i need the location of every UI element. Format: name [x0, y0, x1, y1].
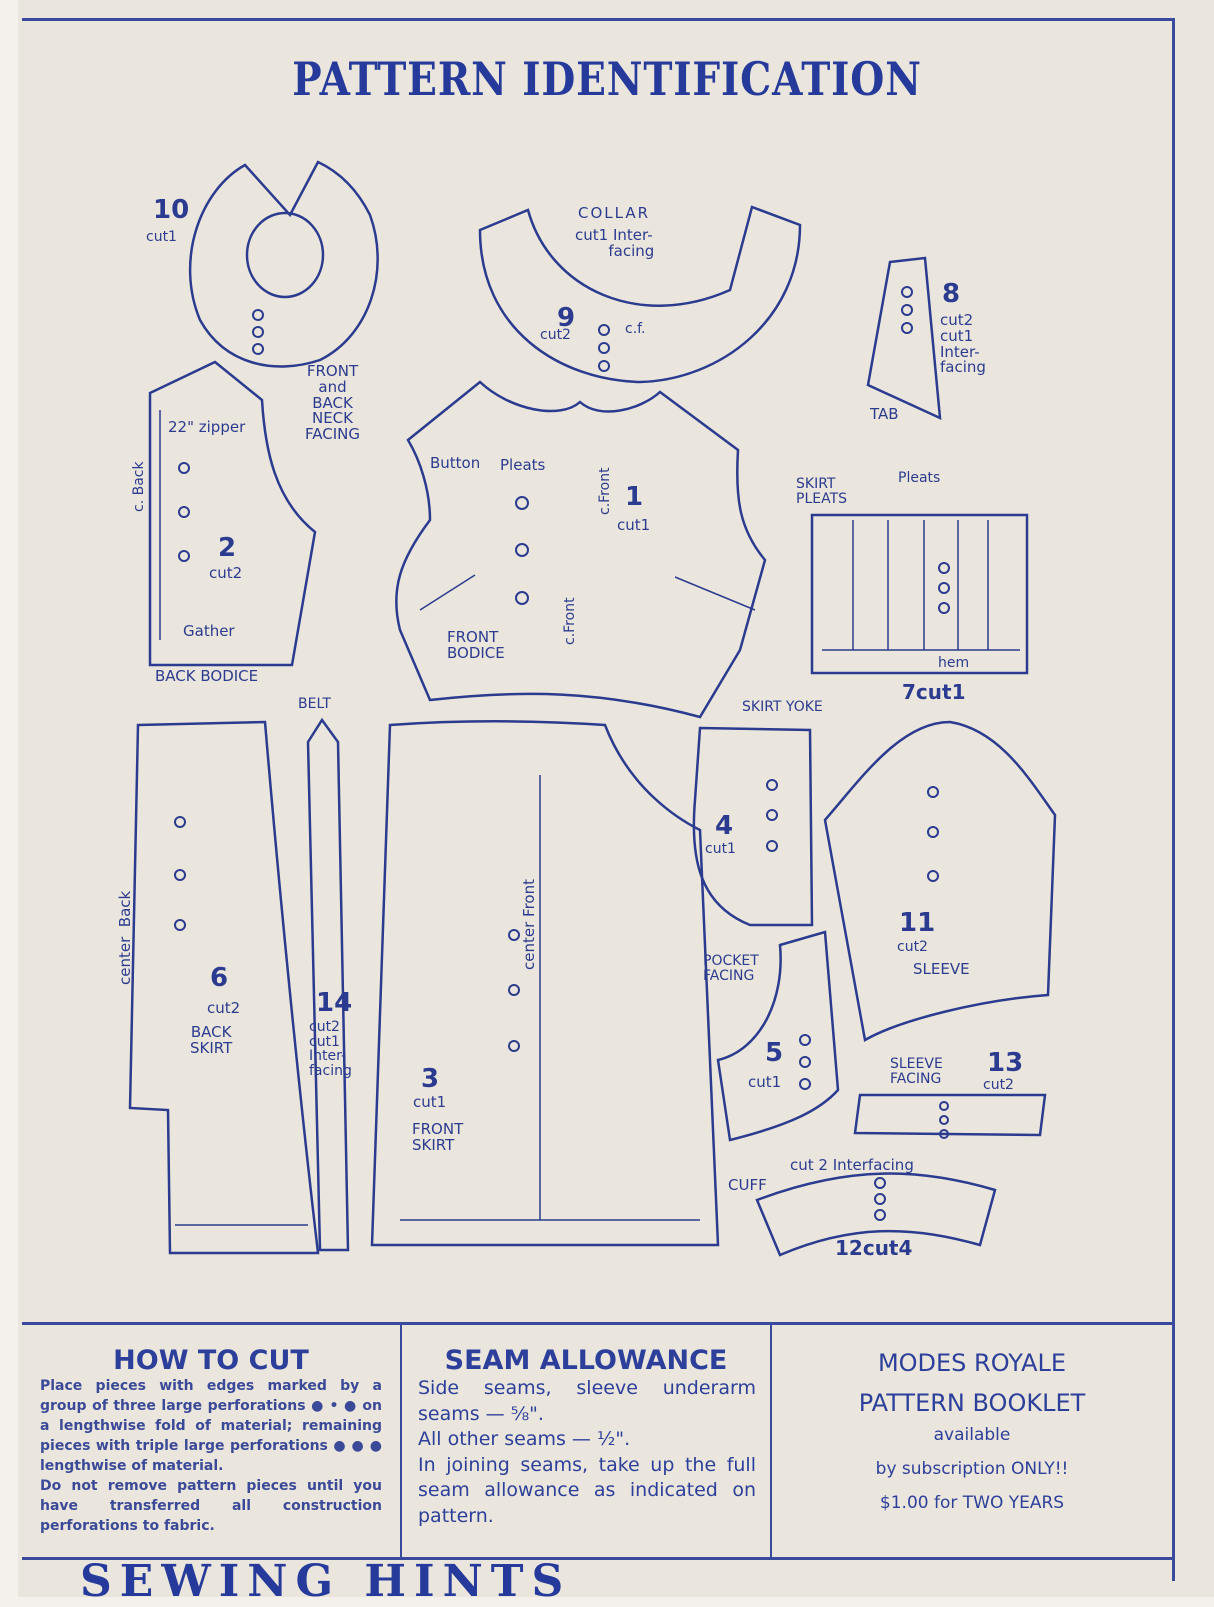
- piece-12-cuff: [755, 1172, 997, 1257]
- piece-1-number: 1: [625, 482, 644, 512]
- piece-1-front-bodice: [395, 380, 767, 719]
- modes-royale-line-2: PATTERN BOOKLET: [858, 1389, 1086, 1417]
- piece-1-name: FRONT BODICE: [447, 628, 505, 662]
- piece-12-name: CUFF: [728, 1176, 767, 1194]
- piece-1-button: Button: [430, 454, 481, 472]
- piece-5-pocket-facing: [716, 930, 840, 1142]
- piece-5-number: 5: [765, 1038, 784, 1068]
- seam-allowance-heading: SEAM ALLOWANCE: [444, 1345, 728, 1376]
- piece-9-number: 9: [557, 303, 576, 333]
- piece-1-center-front-2: c.Front: [562, 597, 578, 645]
- piece-9-collar: [478, 205, 802, 384]
- page-frame: [22, 18, 1175, 1581]
- modes-royale-panel: MODES ROYALE PATTERN BOOKLET available b…: [772, 1322, 1172, 1560]
- piece-3-number: 3: [421, 1064, 440, 1094]
- piece-1-pleats: Pleats: [500, 456, 546, 474]
- piece-8-tab: [866, 256, 942, 421]
- piece-11-number: 11: [899, 908, 936, 938]
- piece-10-number: 10: [153, 195, 190, 225]
- piece-13-name: SLEEVE FACING: [890, 1056, 943, 1087]
- piece-3-center-front: center Front: [520, 879, 538, 970]
- piece-7-number-cut: 7cut1: [902, 680, 966, 704]
- piece-1-cut: cut1: [617, 516, 651, 534]
- piece-7-hem: hem: [938, 655, 970, 671]
- piece-7-skirt-pleats: [810, 513, 1029, 675]
- pattern-sheet: [18, 0, 1214, 1597]
- piece-2-back-bodice: [148, 360, 317, 667]
- piece-2-cut: cut2: [209, 564, 243, 582]
- seam-allowance-line-2: All other seams — ½".: [418, 1428, 631, 1450]
- piece-6-number: 6: [210, 963, 229, 993]
- piece-2-gather: Gather: [183, 622, 235, 640]
- piece-11-sleeve: [823, 720, 1057, 1042]
- seam-allowance-panel: SEAM ALLOWANCE Side seams, sleeve undera…: [402, 1322, 772, 1560]
- piece-3-name: FRONT SKIRT: [412, 1120, 464, 1154]
- modes-royale-line-5: $1.00 for TWO YEARS: [879, 1493, 1065, 1513]
- piece-9-cut-top: cut1 Inter- facing: [575, 226, 655, 260]
- piece-13-sleeve-facing: [853, 1093, 1047, 1137]
- piece-4-number: 4: [715, 811, 734, 841]
- piece-4-cut: cut1: [705, 841, 736, 857]
- piece-12-number-cut: 12cut4: [835, 1236, 913, 1260]
- piece-9-cf: c.f.: [625, 321, 646, 337]
- belt-name: BELT: [298, 696, 331, 712]
- piece-2-name: BACK BODICE: [155, 667, 259, 685]
- piece-2-zipper: 22" zipper: [168, 418, 246, 436]
- piece-4-skirt-yoke: [692, 726, 814, 927]
- piece-5-name: POCKET FACING: [703, 953, 759, 984]
- piece-5-cut: cut1: [748, 1073, 782, 1091]
- modes-royale-line-4: by subscription ONLY!!: [875, 1459, 1069, 1479]
- piece-10-cut: cut1: [146, 229, 177, 245]
- piece-13-number: 13: [987, 1048, 1024, 1078]
- piece-13-cut: cut2: [983, 1077, 1014, 1093]
- piece-10-neck-facing: [188, 160, 379, 368]
- piece-3-front-skirt: [370, 720, 720, 1247]
- how-to-cut-text-2: Do not remove pattern pieces until you h…: [40, 1478, 382, 1534]
- piece-6-name: BACK SKIRT: [190, 1023, 233, 1057]
- piece-14-cut: cut2 cut1 Inter- facing: [309, 1019, 352, 1080]
- piece-9-cut: cut2: [540, 327, 571, 343]
- sewing-hints-heading: SEWING HINTS: [80, 1556, 572, 1607]
- modes-royale-line-3: available: [933, 1425, 1011, 1445]
- seam-allowance-line-1: Side seams, sleeve underarm seams — ⅝".: [418, 1377, 756, 1425]
- piece-2-number: 2: [218, 533, 237, 563]
- piece-8-cut: cut2 cut1 Inter- facing: [940, 311, 986, 377]
- piece-8-name: TAB: [870, 405, 899, 423]
- piece-8-number: 8: [942, 279, 961, 309]
- piece-4-name: SKIRT YOKE: [742, 699, 823, 715]
- piece-12-cut-top: cut 2 Interfacing: [790, 1156, 914, 1174]
- piece-6-back-skirt: [128, 720, 320, 1255]
- piece-10-name: FRONT and BACK NECK FACING: [305, 362, 360, 443]
- piece-2-center-back: c. Back: [131, 461, 147, 512]
- how-to-cut-text: Place pieces with edges marked by a grou…: [40, 1378, 382, 1474]
- piece-6-cut: cut2: [207, 999, 241, 1017]
- piece-11-name: SLEEVE: [913, 960, 970, 978]
- piece-belt: [306, 717, 350, 1252]
- piece-10-neckline: [245, 211, 325, 299]
- piece-9-label: COLLAR: [578, 204, 651, 222]
- page-title: PATTERN IDENTIFICATION: [292, 52, 922, 106]
- how-to-cut-heading: HOW TO CUT: [113, 1345, 309, 1376]
- piece-7-name: SKIRT PLEATS: [796, 476, 848, 507]
- piece-14-number: 14: [316, 988, 353, 1018]
- piece-11-cut: cut2: [897, 939, 928, 955]
- modes-royale-line-1: MODES ROYALE: [877, 1349, 1067, 1377]
- piece-3-cut: cut1: [413, 1093, 447, 1111]
- piece-6-center-back: center Back: [116, 890, 134, 985]
- seam-allowance-line-3: In joining seams, take up the full seam …: [418, 1453, 756, 1527]
- how-to-cut-panel: HOW TO CUT Place pieces with edges marke…: [22, 1322, 402, 1560]
- piece-7-pleats: Pleats: [898, 470, 941, 486]
- piece-1-center-front: c.Front: [597, 467, 613, 515]
